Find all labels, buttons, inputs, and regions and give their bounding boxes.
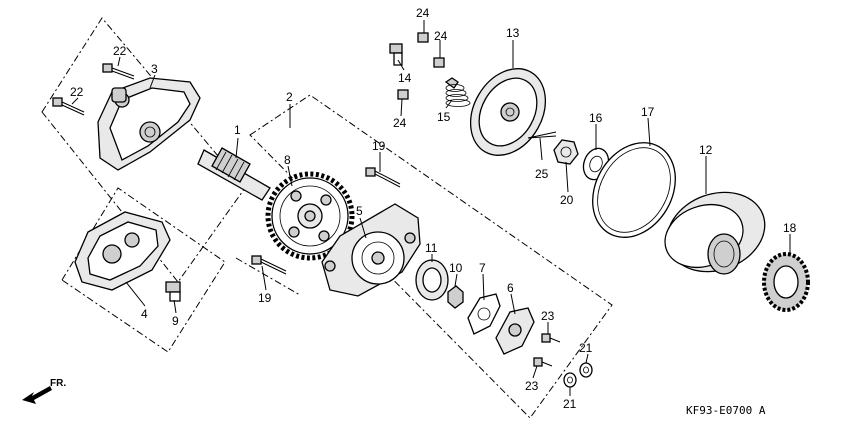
- part-22-bolt-upper: [102, 63, 135, 80]
- part-25-cotter-pin: [527, 131, 557, 139]
- part-19-bolt-upper: [365, 167, 401, 188]
- callout-19-lower: 19: [258, 291, 272, 305]
- callout-20: 20: [560, 193, 574, 207]
- front-label: FR.: [50, 378, 66, 389]
- part-23-screw-upper: [541, 333, 561, 343]
- part-14-bolt: [389, 43, 403, 66]
- callout-5: 5: [356, 204, 363, 218]
- callout-labels: 1 2 3 4 5 6 7 8 9 10 11 12 13 14 15 16 1…: [70, 6, 797, 411]
- front-arrow-icon: [22, 386, 52, 404]
- part-4-lower-housing: [74, 211, 171, 291]
- part-12-flange-hub: [664, 191, 766, 275]
- part-3-upper-cover: [97, 77, 201, 171]
- callout-9: 9: [172, 314, 179, 328]
- part-5-pump-body: [321, 203, 421, 297]
- callout-2: 2: [286, 90, 293, 104]
- part-9-stud: [165, 281, 181, 302]
- callout-18: 18: [783, 221, 797, 235]
- part-11-outer-rotor: [415, 259, 449, 301]
- part-19-bolt-lower: [251, 255, 287, 275]
- callout-11: 11: [425, 241, 438, 255]
- part-8-gear: [265, 171, 355, 261]
- callout-21-upper: 21: [579, 341, 593, 355]
- diagram-code: KF93-E0700 A: [686, 404, 766, 417]
- callout-16: 16: [589, 111, 603, 125]
- callout-1: 1: [234, 123, 241, 137]
- callout-25: 25: [535, 167, 549, 181]
- part-1-shaft: [197, 147, 271, 201]
- leader-lines: [71, 20, 791, 396]
- callout-24-top: 24: [416, 6, 430, 20]
- callout-4: 4: [141, 307, 148, 321]
- callout-17: 17: [641, 105, 655, 119]
- callout-21-lower: 21: [563, 397, 577, 411]
- part-13-drum: [469, 68, 547, 156]
- part-23-screw-lower: [533, 357, 553, 367]
- front-direction-marker: FR.: [22, 378, 66, 404]
- callout-23-upper: 23: [541, 309, 555, 323]
- callout-8: 8: [284, 153, 291, 167]
- part-20-nut: [553, 139, 579, 165]
- callout-24-mid: 24: [434, 29, 448, 43]
- callout-19-upper: 19: [372, 139, 386, 153]
- part-15-spring: [444, 77, 471, 107]
- callout-15: 15: [437, 110, 451, 124]
- callout-12: 12: [699, 143, 713, 157]
- callout-13: 13: [506, 26, 520, 40]
- part-6-pump-cover: [495, 307, 535, 355]
- callout-24-low: 24: [393, 116, 407, 130]
- callout-6: 6: [507, 281, 514, 295]
- callout-7: 7: [479, 261, 486, 275]
- part-24-screw-top: [417, 32, 429, 43]
- callout-3: 3: [151, 62, 158, 76]
- callout-22-upper: 22: [113, 44, 127, 58]
- part-21-washer-lower: [563, 372, 577, 388]
- part-24-screw-mid: [433, 57, 445, 68]
- part-17-gasket-ring: [592, 142, 676, 238]
- part-10-inner-rotor: [447, 285, 464, 309]
- part-18-spline-collar: [762, 252, 810, 312]
- part-21-washer-upper: [579, 362, 593, 378]
- part-7-gasket: [467, 293, 501, 335]
- part-22-bolt-lower: [52, 97, 85, 116]
- part-24-screw-low: [397, 89, 409, 100]
- callout-23-lower: 23: [525, 379, 539, 393]
- callout-22-lower: 22: [70, 85, 84, 99]
- callout-14: 14: [398, 71, 412, 85]
- callout-10: 10: [449, 261, 463, 275]
